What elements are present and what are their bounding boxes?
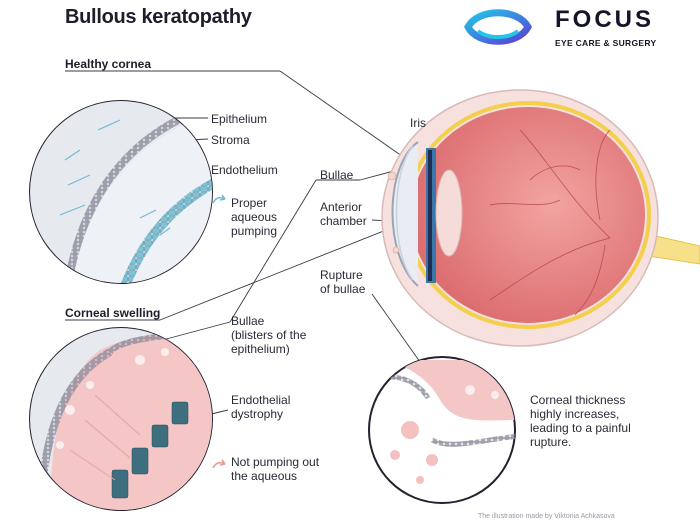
label-bullae: Bullae xyxy=(320,168,354,182)
page-title: Bullous keratopathy xyxy=(65,6,252,28)
healthy-cornea-detail xyxy=(29,100,213,284)
illustration-credit: The illustration made by Viktoriia Achka… xyxy=(478,513,615,520)
label-corneal-thickness: Corneal thickness highly increases, lead… xyxy=(530,393,631,449)
label-bullae-blisters: Bullae (blisters of the epithelium) xyxy=(231,314,307,356)
label-endothelial-dystrophy: Endothelial dystrophy xyxy=(231,393,291,421)
brand-logo-icon xyxy=(464,9,532,45)
leader-healthy-to-eye xyxy=(279,70,413,164)
label-anterior-chamber: Anterior chamber xyxy=(320,200,367,228)
label-stroma: Stroma xyxy=(211,133,250,147)
brand-tagline: EYE CARE & SURGERY xyxy=(555,38,657,48)
leader-swelling-to-eye xyxy=(159,229,387,321)
label-iris: Iris xyxy=(410,116,426,130)
not-pumping-arrow-icon xyxy=(212,459,226,469)
pumping-arrow-icon xyxy=(212,194,226,204)
section-healthy-cornea: Healthy cornea xyxy=(65,57,152,71)
label-not-pumping: Not pumping out the aqueous xyxy=(231,455,320,483)
label-proper-pumping: Proper aqueous pumping xyxy=(231,196,278,238)
label-endothelium: Endothelium xyxy=(211,163,278,177)
eye-cross-section xyxy=(381,89,700,347)
rupture-detail xyxy=(368,356,516,504)
label-rupture: Rupture of bullae xyxy=(320,268,366,296)
label-epithelium: Epithelium xyxy=(211,112,268,126)
swelling-cornea-detail xyxy=(29,327,213,511)
section-corneal-swelling: Corneal swelling xyxy=(65,306,161,320)
brand-name: FOCUS xyxy=(555,6,654,33)
